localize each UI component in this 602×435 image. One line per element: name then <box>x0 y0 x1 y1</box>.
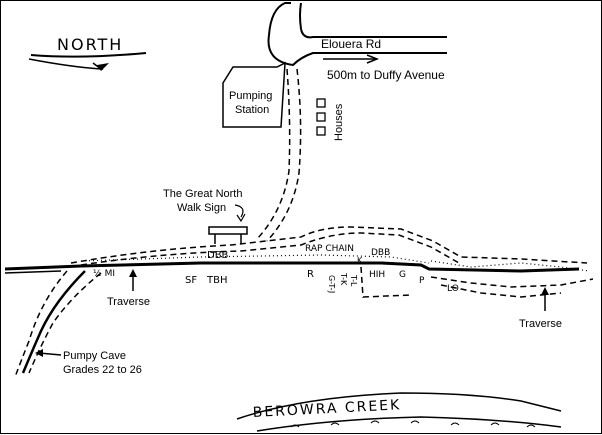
code-hih: HIH <box>369 270 385 280</box>
traverse-left-label: Traverse <box>107 296 150 308</box>
code-g: G <box>399 270 406 280</box>
north-label: NORTH <box>57 35 123 54</box>
lower-track <box>14 270 102 378</box>
cave-label-1: Pumpy Cave <box>63 350 126 362</box>
code-lo: LO <box>447 284 459 294</box>
traverse-right-label: Traverse <box>519 318 562 330</box>
traverse-arrow-right: Traverse <box>519 287 562 330</box>
code-gtj: G-T-J <box>327 275 336 293</box>
pumping-station-label-2: Station <box>235 104 269 116</box>
cliff-line <box>4 254 590 274</box>
code-tbh: TBH <box>206 275 228 286</box>
distance-label: 500m to Duffy Avenue <box>327 68 445 82</box>
code-dbb-left: DBB <box>207 250 229 261</box>
sign-label-1: The Great North <box>163 188 242 200</box>
great-north-walk-sign: The Great North Walk Sign <box>163 188 248 244</box>
code-sf: SF <box>185 275 197 286</box>
house-icon <box>316 112 326 122</box>
sign-icon <box>208 226 248 235</box>
cave-label-2: Grades 22 to 26 <box>63 364 142 376</box>
house-icon <box>316 98 326 108</box>
code-tl: T-L <box>349 274 358 287</box>
code-rap-chain: RAP CHAIN <box>305 244 354 254</box>
berowra-creek: BEROWRA CREEK <box>236 392 562 432</box>
houses-label: Houses <box>333 103 345 141</box>
creek-label: BEROWRA CREEK <box>252 397 401 421</box>
code-dbb-right: DBB <box>371 248 390 258</box>
code-tk: T-K <box>339 272 348 286</box>
north-arrow: NORTH <box>28 35 147 71</box>
code-half-mi: ½ MI <box>93 269 115 279</box>
access-track <box>256 68 302 242</box>
sign-label-2: Walk Sign <box>177 202 226 214</box>
road: Elouera Rd 500m to Duffy Avenue <box>267 2 447 82</box>
code-p: P <box>419 276 425 286</box>
house-icon <box>316 126 326 136</box>
traverse-arrow-left: Traverse <box>107 269 150 308</box>
code-k: K <box>357 256 363 265</box>
pumping-station: Pumping Station <box>222 61 286 128</box>
pumpy-cave: Pumpy Cave Grades 22 to 26 <box>35 349 142 376</box>
pumping-station-label-1: Pumping <box>229 90 272 102</box>
route-codes: DBB RAP CHAIN DBB K ½ MI SF TBH R G-T-J … <box>93 244 459 294</box>
code-r: R <box>307 269 314 280</box>
houses: Houses <box>316 98 345 141</box>
road-label: Elouera Rd <box>321 37 381 51</box>
